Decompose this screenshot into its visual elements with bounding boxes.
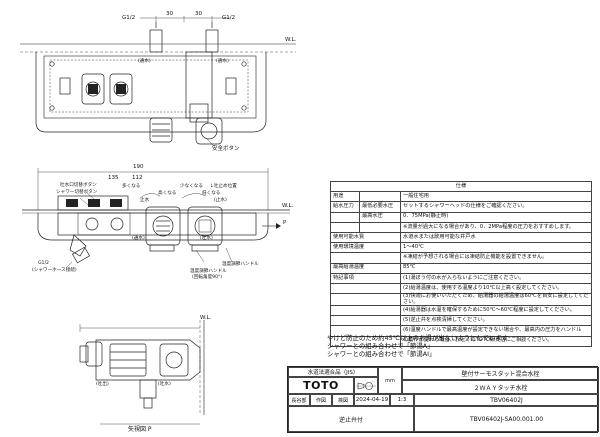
dim-30-b: 30 — [195, 11, 202, 17]
label-rotation: (回転角度90°) — [192, 275, 223, 280]
projection-icon — [356, 381, 376, 390]
label-shower-switch: シャワー切替ボタン — [56, 190, 98, 195]
top-view — [20, 16, 296, 147]
standard-label: 水道法適合品（JIS） — [288, 367, 378, 377]
approved-label: 検図 — [332, 394, 354, 406]
note-3: シャワーとの組み合わせで「節湯AⅠ」 — [327, 350, 436, 358]
spec-table: 仕様 用途一般住宅用 給水圧力最低必要水圧セットするシャワーヘッドの仕様をご確認… — [330, 180, 592, 347]
label-temp-handle-1: 温度調節ハンドル — [190, 269, 227, 274]
label-more: 多くなる — [122, 184, 141, 189]
drawn-label: 作図 — [310, 394, 332, 406]
label-temp-handle-2: 温度調節ハンドル — [222, 262, 259, 267]
dim-135: 135 — [108, 175, 119, 181]
port-label-top-2: (通水) — [216, 59, 229, 64]
notes: やけど防止のため約45℃以上のお湯が出ないようにしています シャワーとの組み合わ… — [327, 334, 508, 358]
product-sub: ２ＷＡＹタッチ水栓 — [402, 380, 599, 394]
view-p-caption: 矢視図 P — [128, 426, 152, 433]
scale: 1:3 — [390, 394, 414, 406]
label-higher: 高くなる — [158, 191, 177, 196]
port-label-bottom-2: (吐水) — [158, 382, 171, 387]
spec-title: 仕様 — [330, 180, 592, 193]
dim-190: 190 — [133, 164, 144, 170]
doc-number: TBV06402J-SA00.001.00 — [414, 406, 599, 432]
wl-label-bottom: W.L. — [200, 315, 212, 321]
toto-logo: TOTO — [288, 377, 354, 394]
label-stop-paren: (止水) — [214, 198, 227, 203]
dim-112: 112 — [132, 175, 143, 181]
label-lower: 低くなる — [202, 191, 221, 196]
product-name: 壁付サーモスタット混合水栓 — [402, 367, 599, 380]
projection-symbol — [354, 377, 378, 394]
label-stop: 止水 — [140, 198, 150, 203]
label-stop-position: ↓吐止め位置 — [210, 184, 237, 189]
dim-g1-2-right: G1/2 — [222, 15, 236, 21]
wl-label-top: W.L. — [285, 37, 297, 43]
mid-view — [22, 168, 290, 269]
port-label-top-1: (通水) — [138, 59, 151, 64]
model-number: TBV06402J — [414, 394, 599, 406]
note-1: やけど防止のため約45℃以上のお湯が出ないようにしています — [327, 334, 509, 342]
port-label-bottom-1: (吐出) — [96, 382, 109, 387]
date: 2024-04-19 — [354, 394, 390, 406]
bottom-view — [79, 320, 205, 425]
unit-label: mm — [378, 367, 402, 394]
label-spout-switch: 吐水口切替ボタン — [60, 183, 97, 188]
title-block: 水道法適合品（JIS） TOTO mm 壁付サーモスタット混合水栓 ２ＷＡＹタッ… — [287, 366, 599, 433]
maker-label: 長谷部 — [288, 394, 310, 406]
port-label-mid-2: (吐水) — [200, 236, 213, 241]
dim-g1-2-left: G1/2 — [122, 15, 136, 21]
label-g1-2-mid: G1/2 — [38, 261, 49, 266]
dim-30-a: 30 — [166, 11, 173, 17]
label-less: 少なくなる — [180, 184, 203, 189]
port-label-mid-1: (通水) — [132, 236, 145, 241]
wl-label-mid: W.L. — [282, 203, 294, 209]
p-arrow-label: P — [283, 220, 287, 226]
parts-label: 逆止弁付 — [288, 406, 414, 432]
note-2: シャワーとの組み合わせで「節湯A」 — [327, 342, 434, 350]
label-shower-hose: (シャワーホース接続) — [32, 268, 77, 273]
safety-button-label: 安全ボタン — [212, 146, 240, 152]
